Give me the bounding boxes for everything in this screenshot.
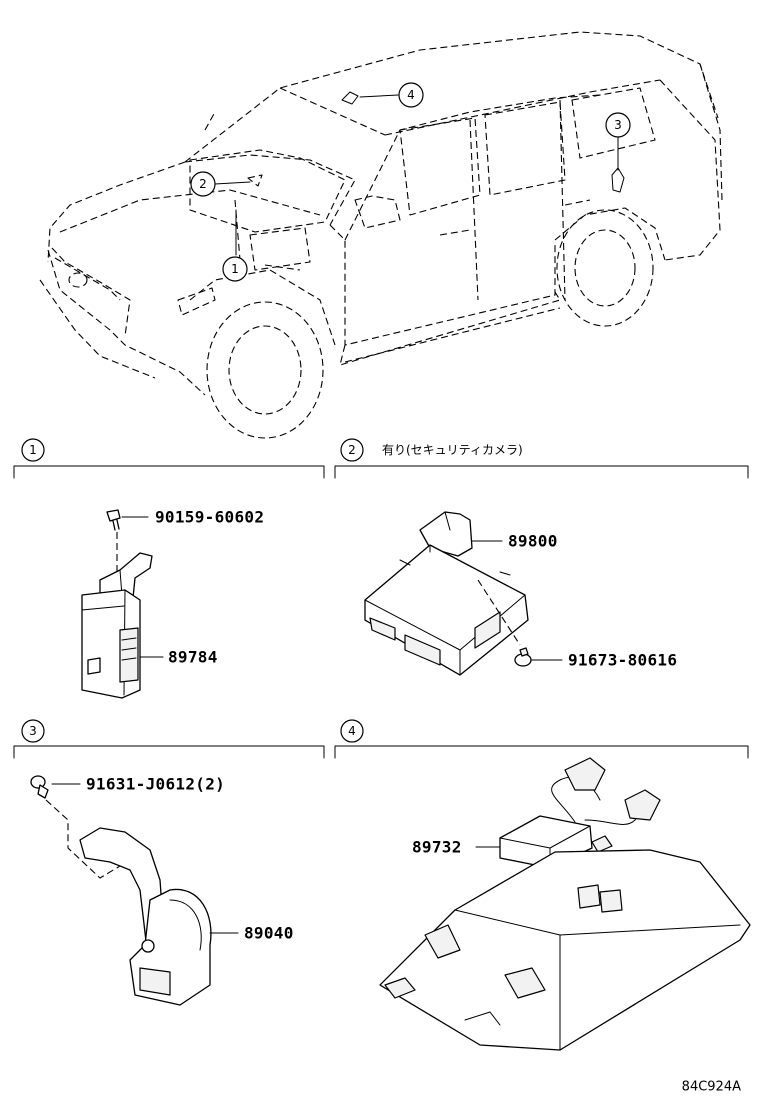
section-2-header: 2 有り(セキュリティカメラ) <box>334 438 749 479</box>
section-1-header: 1 <box>13 438 325 479</box>
part-number-89800: 89800 <box>508 532 558 551</box>
screw-icon <box>30 775 49 799</box>
section-1-number: 1 <box>29 443 37 457</box>
part-number-89784: 89784 <box>168 648 218 667</box>
section-2-number: 2 <box>348 443 356 457</box>
section-4-header: 4 <box>334 719 749 759</box>
vehicle-illustration: 1 2 3 4 <box>39 31 723 439</box>
section-4-number: 4 <box>348 724 356 738</box>
section-3-header: 3 <box>13 719 325 759</box>
vehicle-callout-2: 2 <box>199 177 207 191</box>
section-3-number: 3 <box>29 724 37 738</box>
vehicle-callout-1: 1 <box>231 262 239 276</box>
section-4-parts: 89732 <box>379 757 751 1051</box>
part-number-90159-60602: 90159-60602 <box>155 508 264 527</box>
section-2-note: 有り(セキュリティカメラ) <box>382 443 523 457</box>
screw-icon <box>514 647 532 667</box>
part-number-89040: 89040 <box>244 924 294 943</box>
section-3-parts: 91631-J0612(2) 89040 <box>30 775 294 1006</box>
illustration-code: 84C924A <box>682 1080 741 1095</box>
section-2-parts: 89800 91673-80616 <box>364 511 677 676</box>
section-1-parts: 90159-60602 89784 <box>81 508 264 699</box>
bolt-icon <box>106 509 121 531</box>
vehicle-callout-3: 3 <box>614 118 622 132</box>
part-number-89732: 89732 <box>412 838 462 857</box>
part-number-91673-80616: 91673-80616 <box>568 651 677 670</box>
vehicle-callout-4: 4 <box>407 88 415 102</box>
part-number-91631-J0612: 91631-J0612(2) <box>86 775 225 794</box>
